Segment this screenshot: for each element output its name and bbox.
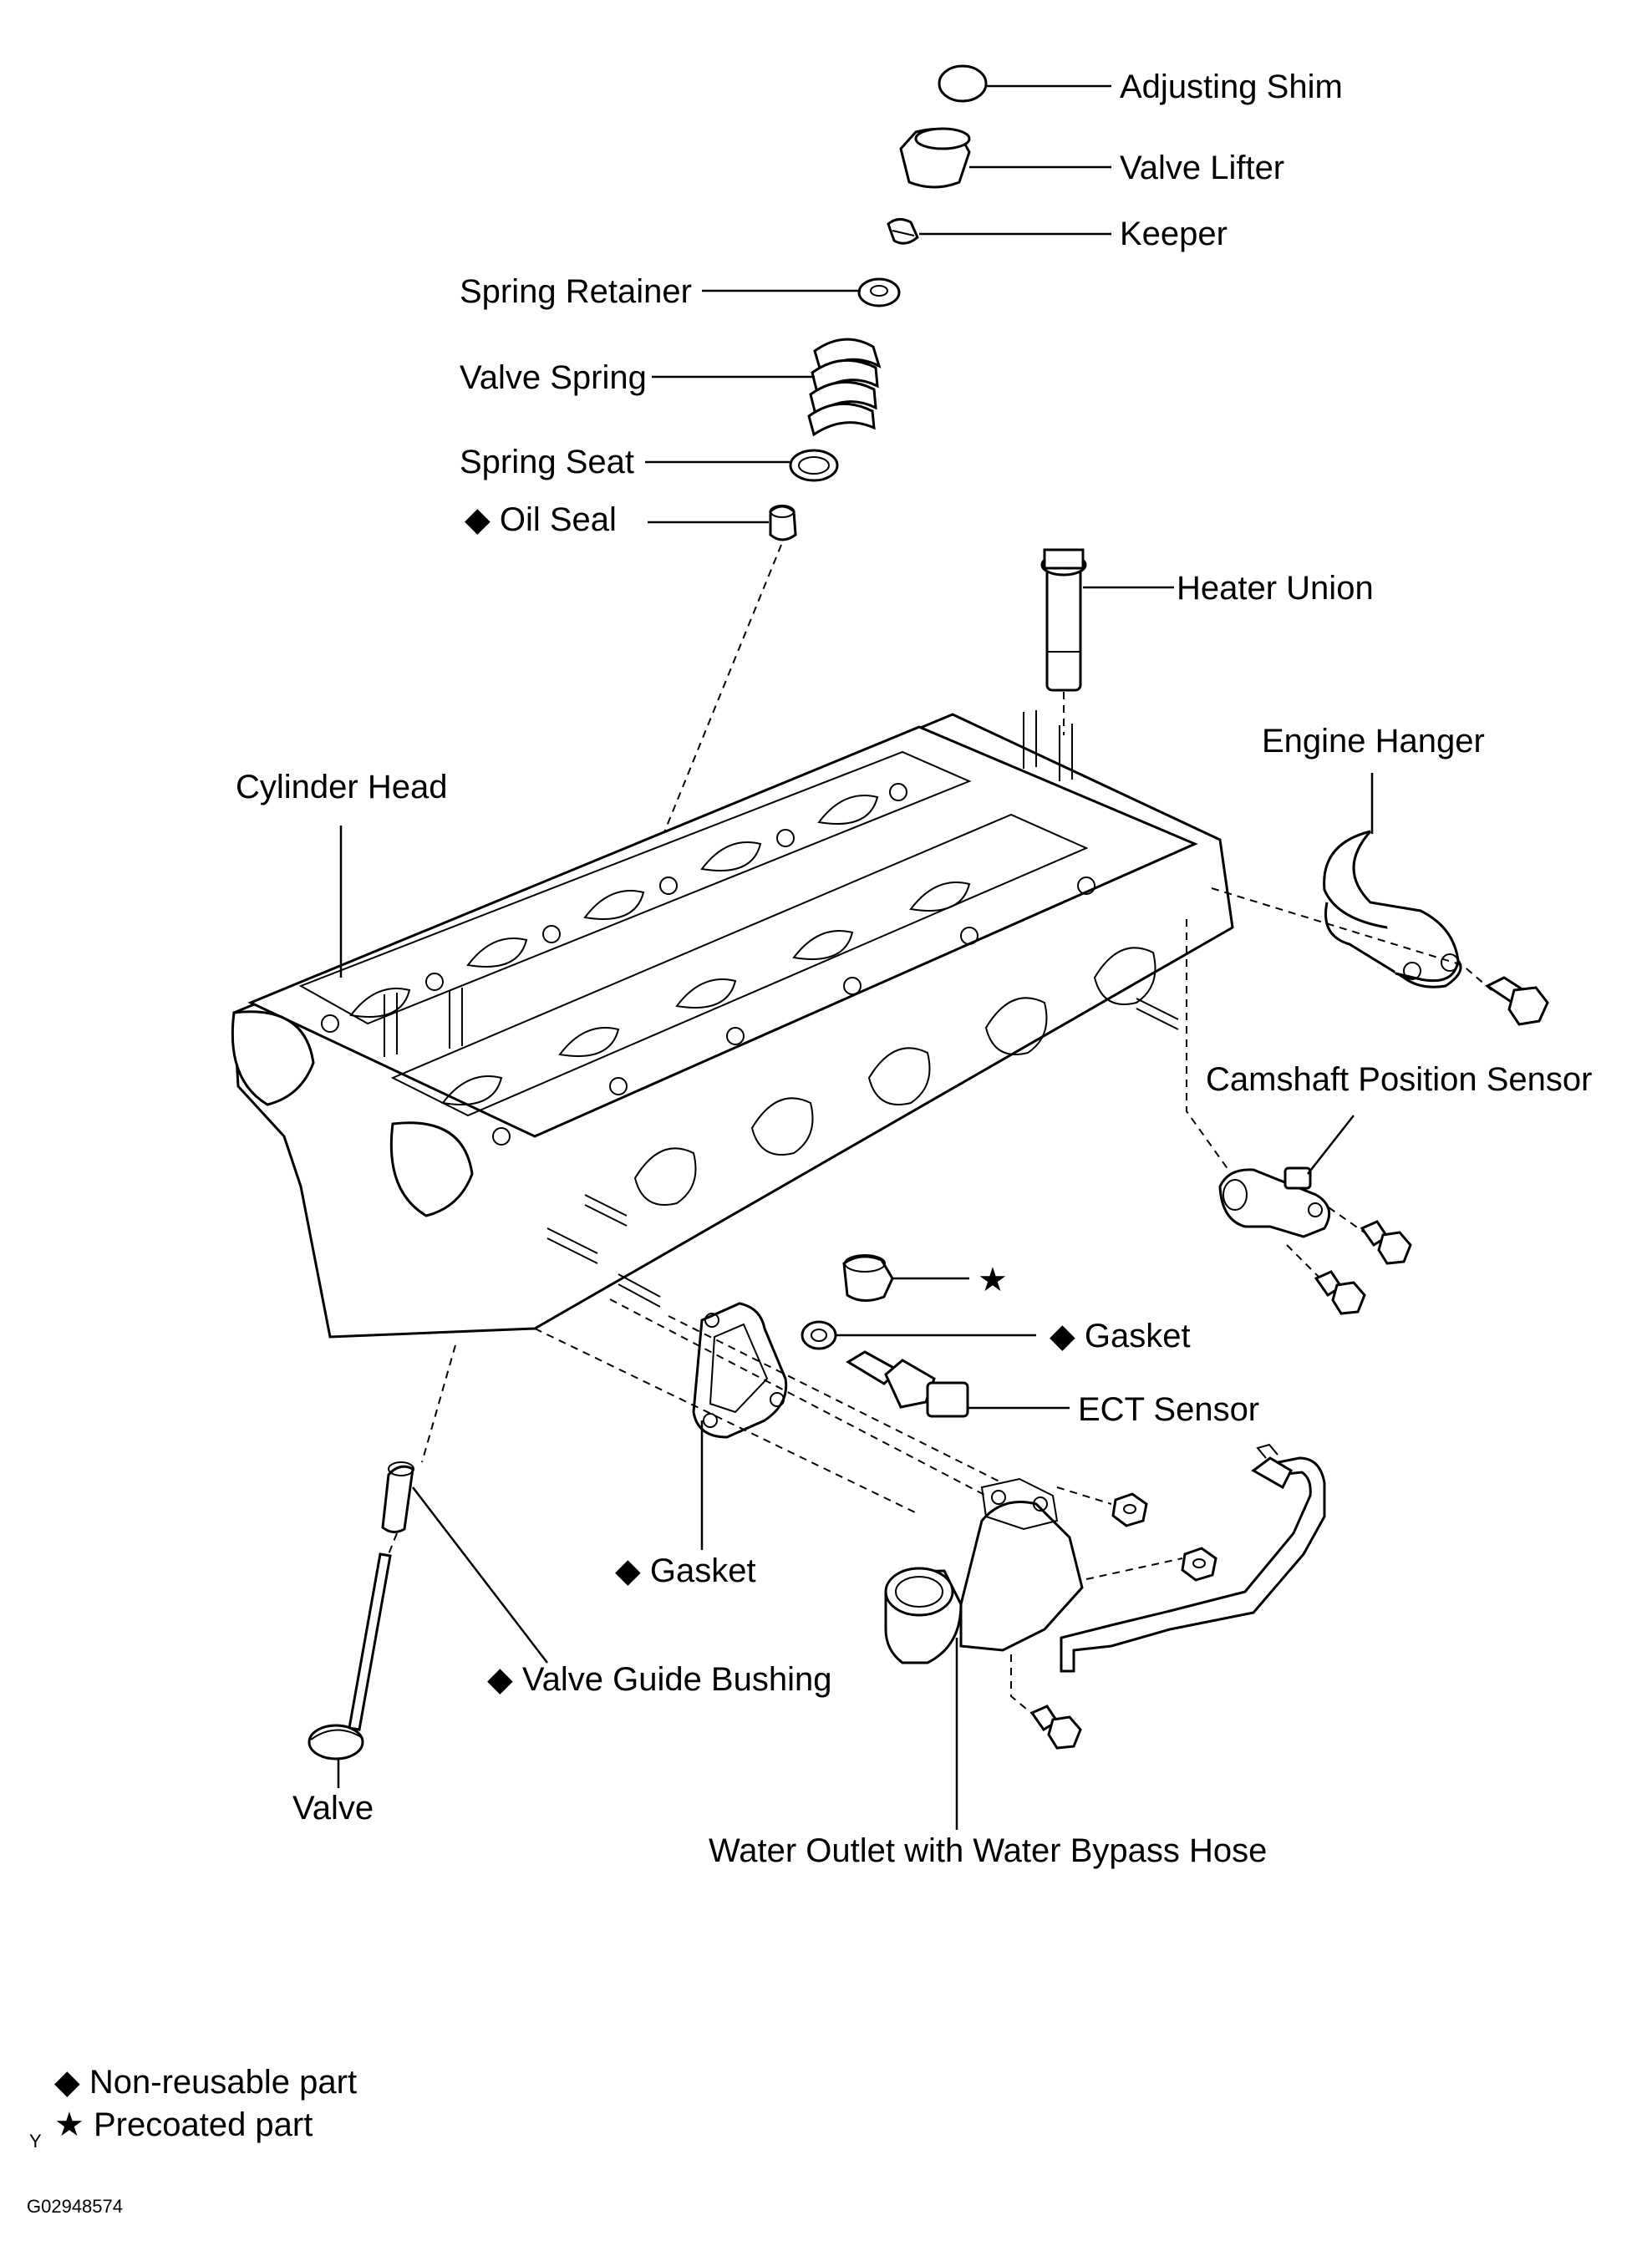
- label-water-outlet: Water Outlet with Water Bypass Hose: [709, 1832, 1267, 1869]
- camshaft-position-sensor-part: [1218, 1166, 1331, 1238]
- label-spring-seat: Spring Seat: [460, 444, 634, 480]
- outlet-dash-2: [609, 1298, 987, 1496]
- valve-guide-dash: [421, 1344, 456, 1463]
- outlet-nut-dash-1: [1056, 1486, 1112, 1505]
- valve-guide-bushing-part: [381, 1461, 414, 1533]
- water-outlet-part: [884, 1443, 1326, 1673]
- valve-dash: [388, 1532, 398, 1555]
- label-water-outlet-gasket: ◆ Gasket: [615, 1552, 756, 1589]
- cps-bolt-1-icon: [1360, 1220, 1412, 1265]
- precoated-plug-part: [842, 1254, 894, 1302]
- spring-retainer-part: [857, 277, 901, 307]
- label-cylinder-head: Cylinder Head: [236, 769, 447, 805]
- engine-hanger-part: [1323, 830, 1462, 988]
- valve-guide-bushing-leader: [412, 1486, 548, 1664]
- label-heater-union: Heater Union: [1177, 570, 1374, 607]
- label-engine-hanger: Engine Hanger: [1262, 723, 1485, 760]
- outlet-bolt-dash: [1010, 1654, 1037, 1718]
- cps-bolt-2-icon: [1314, 1270, 1366, 1315]
- label-adjusting-shim: Adjusting Shim: [1120, 69, 1343, 105]
- outlet-nut-1-icon: [1111, 1492, 1148, 1527]
- heater-union-part: [1040, 548, 1087, 692]
- cps-bolt-dash-2: [1286, 1244, 1321, 1279]
- valve-spring-part: [807, 338, 882, 437]
- outlet-nut-dash-2: [1085, 1557, 1183, 1580]
- label-valve-lifter: Valve Lifter: [1120, 150, 1284, 186]
- label-keeper: Keeper: [1120, 216, 1228, 252]
- label-oil-seal: ◆ Oil Seal: [465, 501, 617, 538]
- camshaft-position-sensor-leader: [1307, 1115, 1355, 1175]
- label-sensor-gasket: ◆ Gasket: [1050, 1318, 1191, 1354]
- outlet-dash-1: [534, 1328, 916, 1513]
- valve-lifter-part: [899, 127, 971, 189]
- outlet-dash-3: [668, 1315, 1004, 1484]
- legend-non-reusable: ◆ Non-reusable part: [54, 2064, 357, 2101]
- label-valve-spring: Valve Spring: [460, 359, 647, 396]
- engine-hanger-bolt-icon: [1485, 976, 1549, 1026]
- spring-seat-part: [789, 449, 839, 482]
- label-spring-retainer: Spring Retainer: [460, 273, 692, 310]
- adjusting-shim-part: [938, 64, 988, 103]
- outlet-bolt-icon: [1029, 1705, 1082, 1750]
- engine-hanger-dash: [1211, 887, 1492, 991]
- valve-part: [308, 1552, 392, 1761]
- keeper-part: [887, 218, 919, 245]
- figure-id: G02948574: [27, 2196, 123, 2217]
- label-precoated-plug: ★: [978, 1262, 1008, 1298]
- cylinder-head-part: [231, 710, 1234, 1339]
- legend-precoated: ★ Precoated part: [54, 2106, 313, 2143]
- label-valve: Valve: [292, 1790, 374, 1827]
- legend-corner-mark: Y: [29, 2131, 42, 2152]
- camshaft-sensor-dash: [1186, 919, 1229, 1171]
- sensor-gasket-part: [801, 1320, 837, 1350]
- oil-seal-part: [769, 505, 797, 541]
- water-outlet-gasket-part: [692, 1302, 788, 1439]
- ect-sensor-part: [846, 1350, 969, 1418]
- label-camshaft-position-sensor: Camshaft Position Sensor: [1206, 1061, 1592, 1098]
- label-ect-sensor: ECT Sensor: [1078, 1391, 1259, 1428]
- label-valve-guide-bushing: ◆ Valve Guide Bushing: [487, 1661, 831, 1698]
- outlet-nut-2-icon: [1181, 1547, 1217, 1582]
